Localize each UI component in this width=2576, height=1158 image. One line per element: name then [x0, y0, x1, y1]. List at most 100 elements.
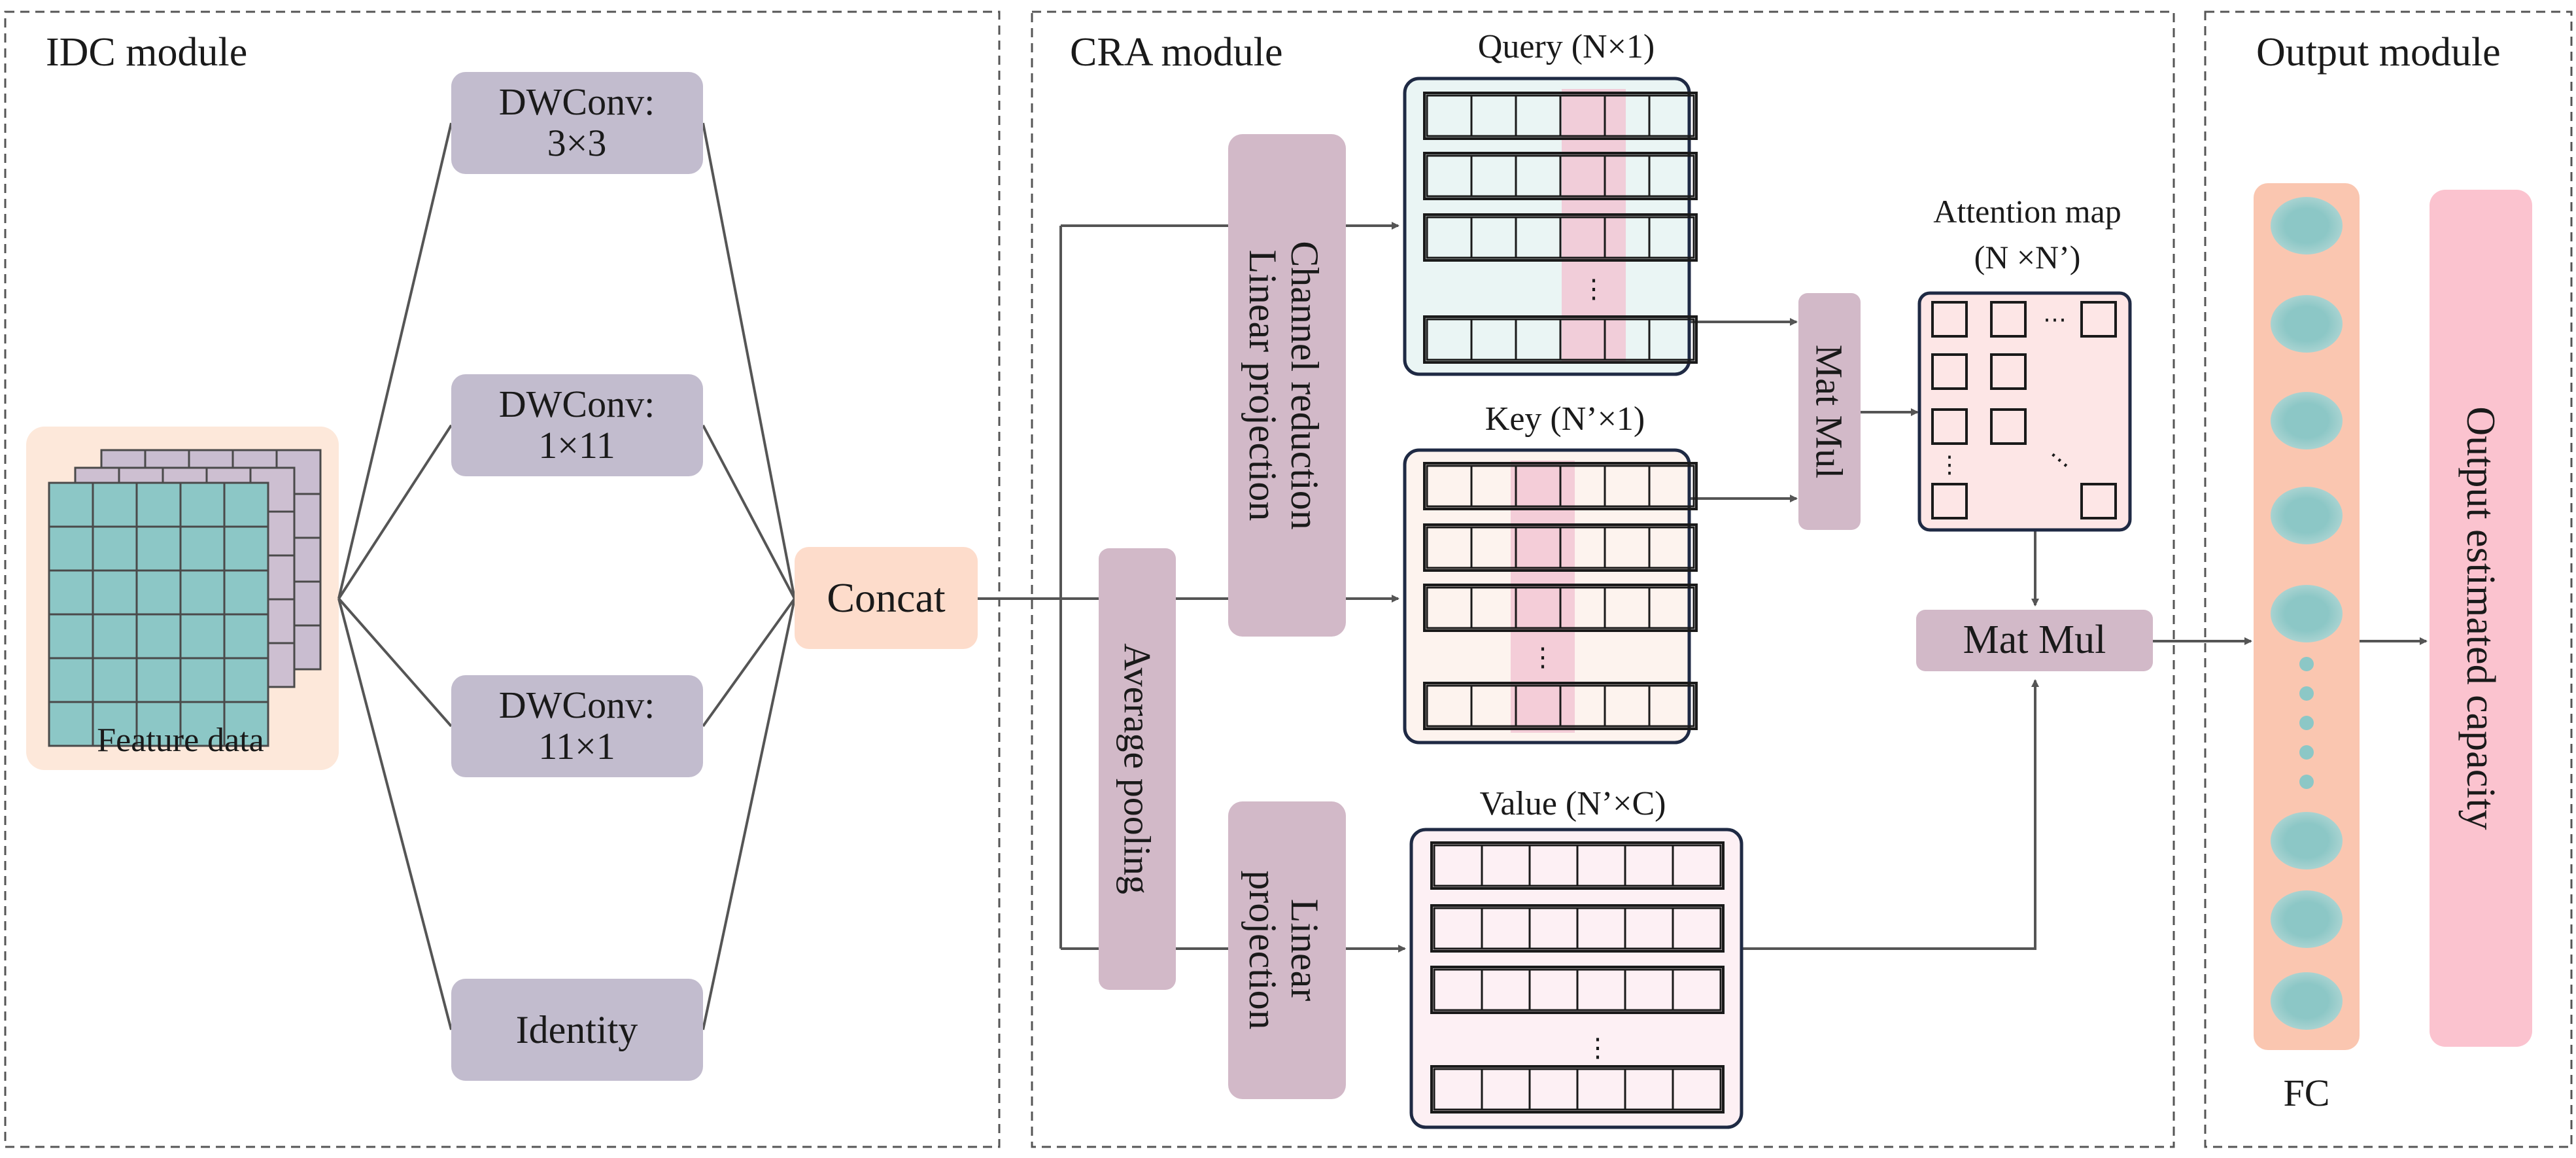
matrix-row: [1430, 841, 1725, 890]
attn-cell: [1931, 483, 1968, 519]
fc-node-dot: [2299, 716, 2314, 730]
attn-cell: [1990, 353, 2027, 390]
branch-identity-label: Identity: [516, 1008, 638, 1051]
feature-grid-cell: [48, 613, 94, 659]
average-pooling-block: Average pooling: [1099, 548, 1176, 990]
attn-cell: [1931, 301, 1968, 338]
feature-grid-cell: [92, 482, 138, 528]
matrix-row: [1423, 315, 1698, 364]
query-highlight-column: [1562, 89, 1626, 364]
matrix-row: [1423, 523, 1698, 572]
attn-cell: [1990, 301, 2027, 338]
branch-dwconv-3x3-line2: 3×3: [547, 122, 607, 164]
value-label: Value (N’×C): [1480, 785, 1666, 822]
fc-label: FC: [2284, 1072, 2330, 1114]
matrix-cell: [1648, 465, 1695, 508]
fc-node-dot: [2299, 686, 2314, 701]
cra-module-title: CRA module: [1070, 30, 1283, 75]
attention-map-title: Attention map: [1933, 193, 2121, 230]
feature-grid-cell: [48, 569, 94, 616]
matrix-row: [1423, 462, 1698, 510]
feature-grid-cell: [223, 525, 269, 572]
matmul-vertical-label: Mat Mul: [1808, 345, 1851, 479]
value-linear-label: Linear: [1283, 899, 1326, 1002]
output-capacity-label: Output estimated capacity: [2458, 406, 2503, 830]
fc-node: [2271, 890, 2343, 948]
fc-node: [2271, 487, 2343, 544]
matmul-vertical-block: Mat Mul: [1798, 293, 1861, 530]
feature-grid-cell: [223, 613, 269, 659]
feature-grid-cell: [179, 525, 226, 572]
channel-reduction-label: Channel reduction: [1283, 241, 1326, 530]
matrix-row: [1423, 682, 1698, 730]
matrix-row: [1430, 904, 1725, 953]
feature-grid-cell: [48, 657, 94, 703]
matrix-cell: [1648, 94, 1695, 137]
fc-node-dot: [2299, 745, 2314, 760]
output-capacity-block: Output estimated capacity: [2430, 190, 2532, 1047]
idc-module-title: IDC module: [46, 30, 247, 75]
query-matrix: ⋮: [1403, 77, 1698, 376]
fc-node: [2271, 197, 2343, 254]
query-ellipsis: ⋮: [1581, 274, 1607, 304]
value-projection-label: projection: [1241, 870, 1284, 1029]
matrix-cell: [1672, 968, 1722, 1011]
value-ellipsis: ⋮: [1585, 1033, 1611, 1062]
output-module-title: Output module: [2256, 30, 2501, 75]
matrix-row: [1423, 584, 1698, 632]
feature-grid-cell: [179, 569, 226, 616]
matrix-row: [1423, 213, 1698, 262]
feature-grid-cell: [135, 657, 182, 703]
feature-data-label: Feature data: [97, 722, 264, 759]
feature-grid-cell: [223, 569, 269, 616]
matmul-horizontal-label: Mat Mul: [1963, 618, 2106, 662]
matrix-row: [1430, 1065, 1725, 1114]
branch-dwconv-1x11: DWConv: 1×11: [451, 374, 703, 476]
feature-grid-cell: [179, 657, 226, 703]
feature-grid-cell: [92, 525, 138, 572]
feature-data-block: Feature data: [26, 427, 339, 770]
branch-dwconv-1x11-line1: DWConv:: [499, 383, 655, 425]
feature-grid-cell: [92, 701, 138, 747]
matrix-row: [1423, 92, 1698, 140]
attention-map: ⋯ ⋮ ⋯: [1917, 291, 2132, 532]
branch-dwconv-11x1: DWConv: 11×1: [451, 675, 703, 777]
feature-grid-cell: [92, 569, 138, 616]
fc-node: [2271, 585, 2343, 642]
matrix-cell: [1672, 907, 1722, 950]
output-module-frame: [2204, 10, 2573, 1148]
concat-label: Concat: [827, 574, 946, 621]
fc-node: [2271, 972, 2343, 1030]
fc-node-dot: [2299, 775, 2314, 789]
branch-dwconv-11x1-line1: DWConv:: [499, 684, 655, 726]
matrix-cell: [1672, 1068, 1722, 1111]
attention-map-dims: (N ×N’): [1974, 239, 2081, 275]
attn-hellipsis: ⋯: [2043, 306, 2067, 332]
fc-node: [2271, 392, 2343, 449]
attn-cell: [1931, 408, 1968, 445]
branch-dwconv-3x3: DWConv: 3×3: [451, 72, 703, 174]
feature-grid-cell: [92, 657, 138, 703]
feature-grid-cell: [179, 613, 226, 659]
feature-grid-cell: [135, 482, 182, 528]
matmul-horizontal-block: Mat Mul: [1916, 610, 2153, 671]
feature-grid-cell: [135, 569, 182, 616]
fc-node: [2271, 295, 2343, 353]
feature-grid-cell: [223, 657, 269, 703]
feature-grid: [48, 482, 269, 747]
attn-cell: [1990, 408, 2027, 445]
matrix-cell: [1648, 526, 1695, 569]
feature-grid-cell: [179, 482, 226, 528]
cra-connector-lines: [978, 222, 2428, 953]
attn-vellipsis: ⋮: [1938, 451, 1961, 478]
linear-projection-label: Linear projection: [1241, 250, 1284, 521]
matrix-cell: [1648, 586, 1695, 629]
feature-grid-cell: [48, 482, 94, 528]
value-linear-projection-block: Linear projection: [1228, 801, 1346, 1099]
feature-grid-cell: [223, 482, 269, 528]
matrix-cell: [1648, 684, 1695, 728]
feature-grid-cell: [48, 701, 94, 747]
branch-dwconv-11x1-line2: 11×1: [538, 725, 615, 767]
matrix-cell: [1648, 318, 1695, 361]
